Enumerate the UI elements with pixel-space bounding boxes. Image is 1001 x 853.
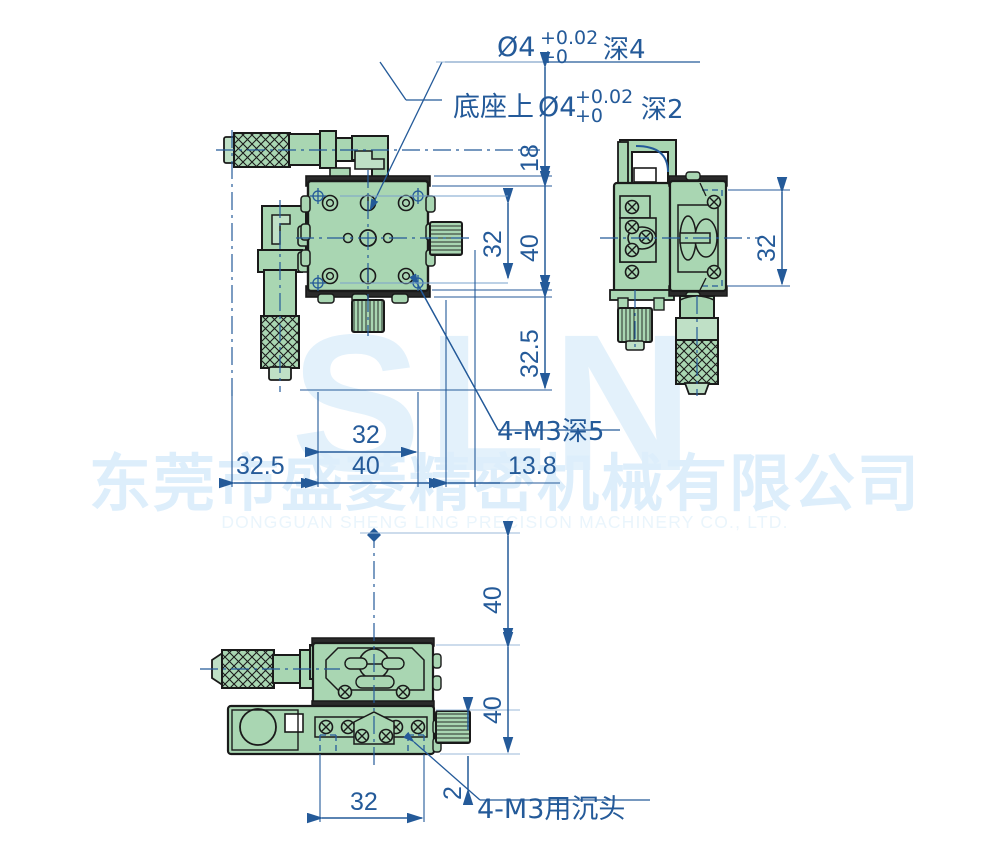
note-lower-dia: Ø4 (538, 92, 576, 123)
watermark-company-en: DONGGUAN SHENG LING PRECISION MACHINERY … (221, 512, 788, 532)
front-view-lower-plate (226, 704, 442, 756)
note-upper-depth: 深4 (603, 35, 646, 65)
note-upper-tol-low: +0 (540, 46, 568, 68)
note-upper-dia: Ø4 (497, 32, 535, 63)
dim-32-front-label: 32 (350, 788, 378, 816)
dim-40h-label: 40 (352, 452, 380, 480)
note-lower-tol-low: +0 (575, 105, 603, 127)
dim-32p5v-label: 32.5 (516, 329, 544, 378)
dimension-32-horizontal-top: 32 (305, 421, 418, 458)
side-view-right-block (668, 171, 728, 301)
front-view-knob-right (435, 710, 471, 744)
front-view-micrometer (211, 644, 329, 689)
note-lower-tol-up: +0.02 (575, 86, 633, 108)
dim-18-label: 18 (516, 144, 544, 172)
note-thread-bottom: 4-M3用沉头 (477, 794, 625, 825)
dim-32p5h-label: 32.5 (236, 452, 285, 480)
dim-32-side-label: 32 (753, 234, 781, 262)
note-thread-top: 4-M3深5 (497, 417, 604, 447)
extension-lines-top-view-v (300, 61, 552, 391)
side-view-left-block (609, 181, 675, 311)
dim-40-front-upper-label: 40 (479, 586, 507, 614)
leader-thread-bottom (403, 731, 650, 801)
dimension-40-front-lower: 40 (479, 632, 514, 754)
extension-lines-top-view-h (231, 250, 476, 487)
dimension-32p5-vertical: 32.5 (516, 282, 551, 390)
dimension-32-vertical: 32 (479, 188, 514, 280)
note-lower-depth: 深2 (641, 95, 684, 125)
front-view-upper-plate (311, 637, 442, 710)
top-view: Ø4 +0.02 +0 深4 底座上 Ø4 +0.02 +0 深2 4-M3深5… (216, 27, 700, 489)
dimension-32-side: 32 (753, 177, 788, 286)
dimension-32-front: 32 (307, 788, 424, 824)
dimension-32p5-horizontal: 32.5 (219, 452, 318, 489)
dim-40-front-lower-label: 40 (479, 696, 507, 724)
centerlines-front-view (200, 530, 375, 766)
dimension-40-vertical: 40 (516, 171, 551, 292)
note-upper-tol-up: +0.02 (540, 27, 598, 49)
dimension-18: 18 (516, 52, 551, 183)
note-hole-upper: Ø4 +0.02 +0 深4 (497, 27, 646, 68)
dim-40v-label: 40 (516, 234, 544, 262)
dimension-40-front-upper: 40 (479, 521, 514, 645)
dim-32h-inner-label: 32 (352, 421, 380, 449)
note-lower-prefix: 底座上 (453, 92, 534, 123)
dim-32v-label: 32 (479, 230, 507, 258)
dimension-2-front: 2 (439, 697, 474, 805)
dim-13p8-label: 13.8 (508, 452, 557, 480)
centerlines-top-view (216, 130, 540, 396)
dimension-40-horizontal: 40 (305, 452, 446, 489)
note-hole-lower: 底座上 Ø4 +0.02 +0 深2 (453, 86, 684, 127)
side-view: 32 (600, 139, 790, 396)
front-view: 40 40 2 32 4-M3用沉头 (200, 521, 650, 825)
centerlines-side-view (600, 237, 760, 396)
datum-marker (367, 528, 381, 542)
dimension-13p8: 13.8 (433, 452, 560, 489)
dim-2-front-label: 2 (439, 786, 467, 800)
inner-ref-lines (340, 195, 508, 284)
